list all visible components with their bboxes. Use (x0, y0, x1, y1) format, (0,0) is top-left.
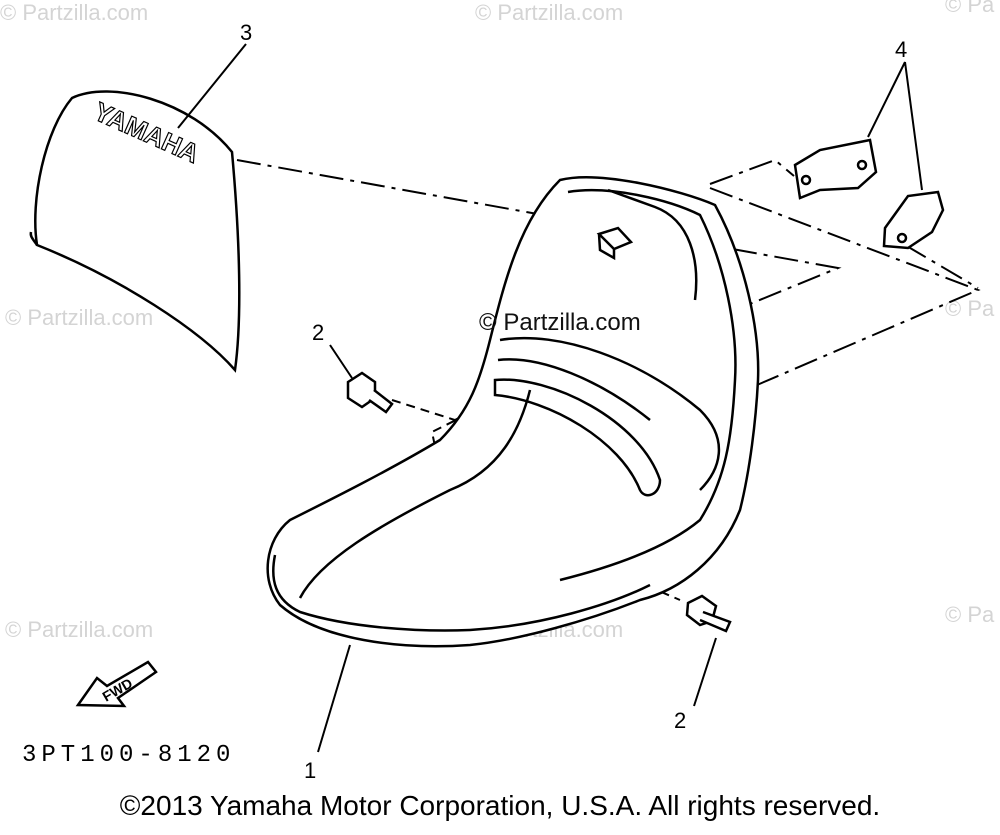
bolt-right (685, 594, 732, 633)
watermark-bottom-left: © Partzilla.com (5, 617, 153, 642)
brackets (793, 138, 945, 250)
watermark-top-right: © Pa (945, 0, 995, 17)
callout-3: 3 (240, 20, 252, 45)
leader-brackets (867, 61, 923, 191)
bracket-lower (882, 190, 945, 250)
seat (266, 176, 760, 648)
leader-seat (317, 644, 351, 753)
callout-4: 4 (895, 37, 907, 62)
watermark-top-left: © Partzilla.com (0, 0, 148, 25)
cover-mount-line (236, 159, 842, 309)
watermark-mid-right: © Pa (945, 296, 995, 321)
fwd-arrow-icon (75, 660, 158, 708)
copyright-notice: ©2013 Yamaha Motor Corporation, U.S.A. A… (119, 790, 881, 821)
assembly-lines (236, 158, 981, 389)
leader-bolt-left (329, 344, 353, 379)
bracket-right-line (904, 244, 979, 289)
callouts: 3 2 2 1 4 (240, 20, 907, 783)
watermark-top-center: © Partzilla.com (475, 0, 623, 25)
callout-1: 1 (304, 758, 316, 783)
bolts (346, 371, 732, 633)
bracket-upper-line (709, 158, 795, 185)
bracket-upper (793, 138, 878, 200)
watermark-mid-left: © Partzilla.com (5, 305, 153, 330)
bracket-upper-hole (800, 174, 812, 186)
bracket-lower-line (709, 187, 981, 389)
bolt-left (346, 371, 394, 414)
part-code: 3PT100-8120 (22, 742, 236, 769)
leader-bolt-right (693, 637, 717, 707)
callout-2-right: 2 (674, 708, 686, 733)
watermark-bottom-right: © Pa (945, 602, 995, 627)
leader-lines (177, 43, 923, 753)
fwd-arrow: FWD (75, 660, 158, 708)
bracket-lower-hole (896, 232, 908, 244)
callout-2-left: 2 (312, 320, 324, 345)
center-watermark: © Partzilla.com (479, 309, 641, 336)
bracket-upper-hole-2 (856, 159, 868, 171)
leader-cover (177, 43, 247, 129)
